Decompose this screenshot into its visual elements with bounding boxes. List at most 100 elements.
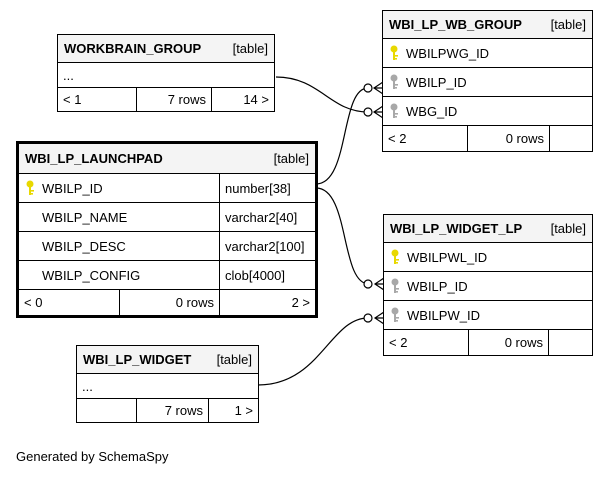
- table-kind: [table]: [550, 17, 586, 32]
- table-row: WBILP_NAME varchar2[40]: [19, 203, 315, 232]
- table-row: WBILPWL_ID: [384, 243, 592, 272]
- column-name-cell: WBG_ID: [383, 97, 592, 125]
- primary-key-icon: [390, 45, 398, 60]
- edge-wbgroup-to-launchpad: [315, 87, 369, 185]
- footer-children: 1 >: [208, 399, 258, 422]
- column-type: number[38]: [219, 174, 315, 202]
- table-row: WBILP_ID: [384, 272, 592, 301]
- footer-parents: [77, 399, 136, 422]
- column-name-cell: WBILP_CONFIG: [19, 261, 219, 289]
- foreign-key-icon: [390, 74, 398, 89]
- column-name-cell: WBILP_ID: [383, 68, 592, 96]
- table-name: WORKBRAIN_GROUP: [64, 41, 202, 56]
- footer-rows: 0 rows: [467, 126, 549, 151]
- edge-end-circle: [363, 107, 373, 117]
- edge-widgetlp-to-widget: [257, 317, 369, 386]
- column-name-cell: WBILP_ID: [384, 272, 592, 300]
- footer-children: [549, 126, 592, 151]
- table-row: WBILP_CONFIG clob[4000]: [19, 261, 315, 290]
- column-name-cell: WBILPW_ID: [384, 301, 592, 329]
- table-wbi-lp-widget[interactable]: WBI_LP_WIDGET [table] ... 7 rows 1 >: [76, 345, 259, 423]
- edge-end-circle: [363, 279, 373, 289]
- footer-rows: 7 rows: [136, 399, 208, 422]
- table-row: ...: [77, 374, 258, 399]
- table-footer: < 2 0 rows: [384, 330, 592, 355]
- column-name: WBILP_ID: [407, 278, 468, 294]
- table-kind: [table]: [273, 151, 309, 166]
- table-footer: < 2 0 rows: [383, 126, 592, 151]
- column-name: WBILPW_ID: [407, 307, 480, 323]
- footer-rows: 0 rows: [119, 290, 219, 315]
- table-wbi-lp-wb-group[interactable]: WBI_LP_WB_GROUP [table] WBILPWG_ID WBILP…: [382, 10, 593, 152]
- edge-wbgroup-to-workbrain-group: [275, 76, 369, 113]
- footer-parents: < 0: [24, 295, 43, 310]
- column-name-cell: WBILPWL_ID: [384, 243, 592, 271]
- footer-children: 14 >: [211, 88, 274, 111]
- column-name: WBILP_DESC: [42, 238, 126, 254]
- table-footer: < 0 0 rows 2 >: [19, 290, 315, 315]
- column-type: varchar2[40]: [219, 203, 315, 231]
- table-footer: 7 rows 1 >: [77, 399, 258, 422]
- foreign-key-icon: [391, 278, 399, 293]
- crowfoot: [373, 311, 385, 325]
- footer-parents: < 2: [388, 131, 407, 146]
- footer-rows: 0 rows: [468, 330, 548, 355]
- no-key-spacer: [24, 209, 36, 225]
- column-type: clob[4000]: [219, 261, 315, 289]
- column-name: WBILP_CONFIG: [42, 267, 141, 283]
- primary-key-icon: [391, 249, 399, 264]
- table-wbi-lp-launchpad[interactable]: WBI_LP_LAUNCHPAD [table] WBILP_ID number…: [16, 141, 318, 318]
- column-name: ...: [63, 67, 74, 83]
- edge-end-circle: [363, 83, 373, 93]
- column-name-cell: WBILPWG_ID: [383, 39, 592, 67]
- table-name: WBI_LP_WIDGET_LP: [390, 221, 523, 236]
- footer-parents: < 1: [63, 92, 82, 107]
- table-wbi-lp-widget-lp[interactable]: WBI_LP_WIDGET_LP [table] WBILPWL_ID WBIL…: [383, 214, 593, 356]
- table-kind: [table]: [216, 352, 252, 367]
- column-name: WBG_ID: [406, 103, 458, 119]
- table-header: WBI_LP_LAUNCHPAD [table]: [19, 144, 315, 174]
- column-name: WBILP_ID: [406, 74, 467, 90]
- column-name-cell: WBILP_ID: [19, 174, 219, 202]
- table-row: WBILPW_ID: [384, 301, 592, 330]
- table-row: WBILP_ID: [383, 68, 592, 97]
- footer-children: 2 >: [219, 290, 315, 315]
- table-kind: [table]: [232, 41, 268, 56]
- table-name: WBI_LP_WB_GROUP: [389, 17, 522, 32]
- table-header: WBI_LP_WIDGET_LP [table]: [384, 215, 592, 243]
- table-row: ...: [58, 63, 274, 88]
- edge-widgetlp-to-launchpad: [315, 187, 370, 285]
- column-name-cell: WBILP_NAME: [19, 203, 219, 231]
- table-workbrain-group[interactable]: WORKBRAIN_GROUP [table] ... < 1 7 rows 1…: [57, 34, 275, 112]
- table-name: WBI_LP_LAUNCHPAD: [25, 151, 163, 166]
- footer-children: [548, 330, 592, 355]
- column-name: WBILP_NAME: [42, 209, 128, 225]
- footer-rows: 7 rows: [136, 88, 211, 111]
- foreign-key-icon: [391, 307, 399, 322]
- crowfoot: [372, 105, 384, 119]
- table-row: WBG_ID: [383, 97, 592, 126]
- table-footer: < 1 7 rows 14 >: [58, 88, 274, 111]
- generated-by-text: Generated by SchemaSpy: [16, 449, 169, 464]
- table-kind: [table]: [550, 221, 586, 236]
- column-name-cell: WBILP_DESC: [19, 232, 219, 260]
- crowfoot: [373, 277, 385, 291]
- no-key-spacer: [24, 238, 36, 254]
- table-header: WORKBRAIN_GROUP [table]: [58, 35, 274, 63]
- column-name: WBILPWG_ID: [406, 45, 490, 61]
- column-name: ...: [82, 378, 93, 394]
- table-header: WBI_LP_WIDGET [table]: [77, 346, 258, 374]
- table-row: WBILP_ID number[38]: [19, 174, 315, 203]
- table-row: WBILPWG_ID: [383, 39, 592, 68]
- column-name: WBILPWL_ID: [407, 249, 488, 265]
- table-row: WBILP_DESC varchar2[100]: [19, 232, 315, 261]
- table-header: WBI_LP_WB_GROUP [table]: [383, 11, 592, 39]
- edge-end-circle: [363, 313, 373, 323]
- footer-parents: < 2: [389, 335, 408, 350]
- no-key-spacer: [24, 267, 36, 283]
- table-name: WBI_LP_WIDGET: [83, 352, 192, 367]
- foreign-key-icon: [390, 103, 398, 118]
- column-type: varchar2[100]: [219, 232, 315, 260]
- column-name: WBILP_ID: [42, 180, 103, 196]
